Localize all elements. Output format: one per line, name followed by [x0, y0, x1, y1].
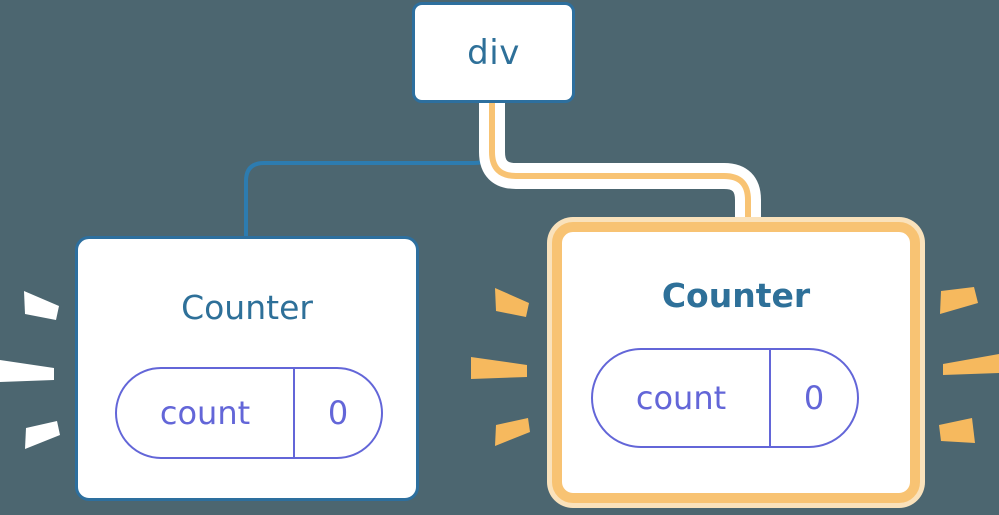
counter-right-highlight-ring: Counter count 0 [552, 222, 920, 503]
counter-left-body: Counter count 0 [78, 239, 416, 498]
counter-left-title: Counter [181, 288, 313, 327]
edge-div-to-counter-right [489, 103, 751, 232]
counter-left-state-value: 0 [327, 394, 349, 432]
counter-right-state-key: count [593, 350, 771, 446]
counter-left-state-pill[interactable]: count 0 [115, 367, 383, 459]
node-counter-right[interactable]: Counter count 0 [547, 217, 925, 508]
node-counter-left[interactable]: Counter count 0 [75, 236, 419, 501]
counter-right-state-value: 0 [803, 379, 825, 417]
edge-div-to-counter-left [244, 101, 494, 238]
counter-left-state-key: count [117, 369, 295, 457]
edge-div-to-counter-right-halo [479, 103, 761, 232]
counter-right-title: Counter [661, 276, 811, 315]
node-div-label: div [467, 32, 520, 73]
counter-right-state-pill[interactable]: count 0 [591, 348, 859, 448]
counter-right-body: Counter count 0 [562, 232, 910, 493]
node-div[interactable]: div [412, 2, 575, 103]
